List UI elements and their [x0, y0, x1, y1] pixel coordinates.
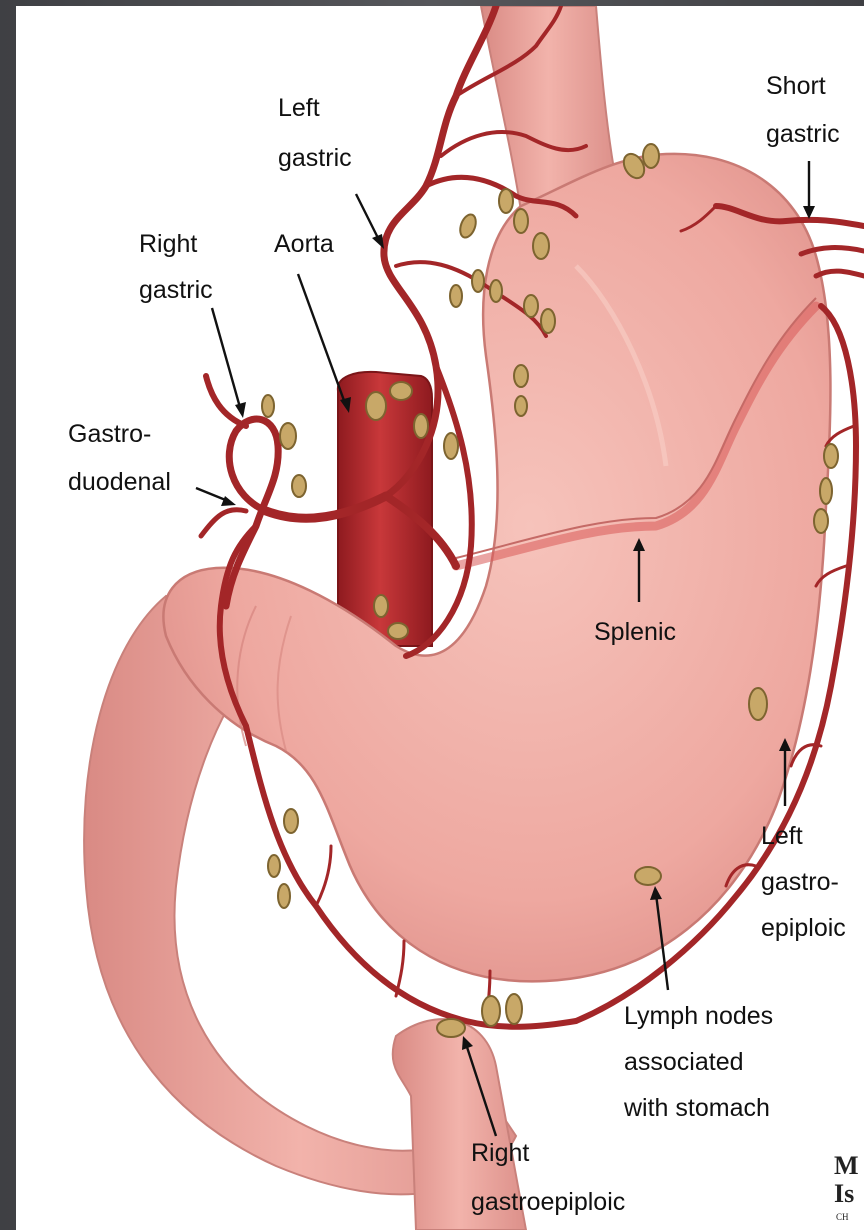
lymph-node	[444, 433, 458, 459]
hepatic-branch	[201, 510, 246, 536]
label-aorta: Aorta	[274, 230, 334, 258]
pointer-right-gastric-arrowhead	[235, 402, 246, 418]
lymph-node	[450, 285, 462, 307]
lymph-node	[506, 994, 522, 1024]
lymph-node	[643, 144, 659, 168]
lymph-node	[374, 595, 388, 617]
lymph-node	[268, 855, 280, 877]
lymph-node	[514, 365, 528, 387]
lymph-node	[390, 382, 412, 400]
pointer-gastroduodenal-arrowhead	[221, 496, 236, 506]
stomach-blood-supply-diagram: Left gastric Short gastric Right gastric…	[16, 6, 864, 1230]
lymph-node	[749, 688, 767, 720]
short-gastric-artery	[816, 271, 864, 276]
label-left-gastroepiploic: Left gastro- epiploic	[761, 822, 846, 942]
label-lymph-nodes: Lymph nodes associated with stomach	[623, 1002, 780, 1122]
label-right-gastric: Right gastric	[139, 230, 213, 304]
label-short-gastric: Short gastric	[766, 72, 840, 148]
lymph-node	[514, 209, 528, 233]
lymph-node	[814, 509, 828, 533]
label-left-gastric: Left gastric	[278, 94, 352, 172]
corner-mark-line1: M	[834, 1151, 859, 1180]
label-splenic: Splenic	[594, 618, 676, 646]
figure-panel: Left gastric Short gastric Right gastric…	[16, 6, 864, 1230]
common-hepatic-artery	[206, 376, 246, 426]
pointer-aorta	[298, 274, 346, 406]
lymph-node	[366, 392, 386, 420]
lymph-node	[820, 478, 832, 504]
lymph-node	[262, 395, 274, 417]
lymph-node	[457, 212, 478, 239]
lymph-node	[515, 396, 527, 416]
lymph-node	[414, 414, 428, 438]
corner-mark-line3: CH	[836, 1212, 849, 1222]
lymph-node	[824, 444, 838, 468]
right-gastroepiploic-branch	[316, 846, 331, 906]
lymph-node	[524, 295, 538, 317]
lymph-node	[499, 189, 513, 213]
pointer-gastroduodenal	[196, 488, 228, 501]
lymph-node	[533, 233, 549, 259]
stomach	[163, 154, 830, 982]
lymph-node	[278, 884, 290, 908]
corner-mark-line2: Is	[834, 1179, 854, 1208]
lymph-node	[292, 475, 306, 497]
lymph-node	[482, 996, 500, 1026]
lymph-node	[280, 423, 296, 449]
pointer-left-gastric-arrowhead	[372, 234, 384, 249]
label-gastroduodenal: Gastro- duodenal	[68, 420, 171, 496]
lymph-node	[388, 623, 408, 639]
lymph-node	[490, 280, 502, 302]
lymph-node	[541, 309, 555, 333]
lymph-node	[437, 1019, 465, 1037]
lymph-node	[472, 270, 484, 292]
right-gastroepiploic-branch	[396, 941, 404, 996]
lymph-node	[284, 809, 298, 833]
lymph-node	[635, 867, 661, 885]
corner-mark: M Is CH	[834, 1151, 859, 1222]
short-gastric-artery	[801, 248, 864, 254]
